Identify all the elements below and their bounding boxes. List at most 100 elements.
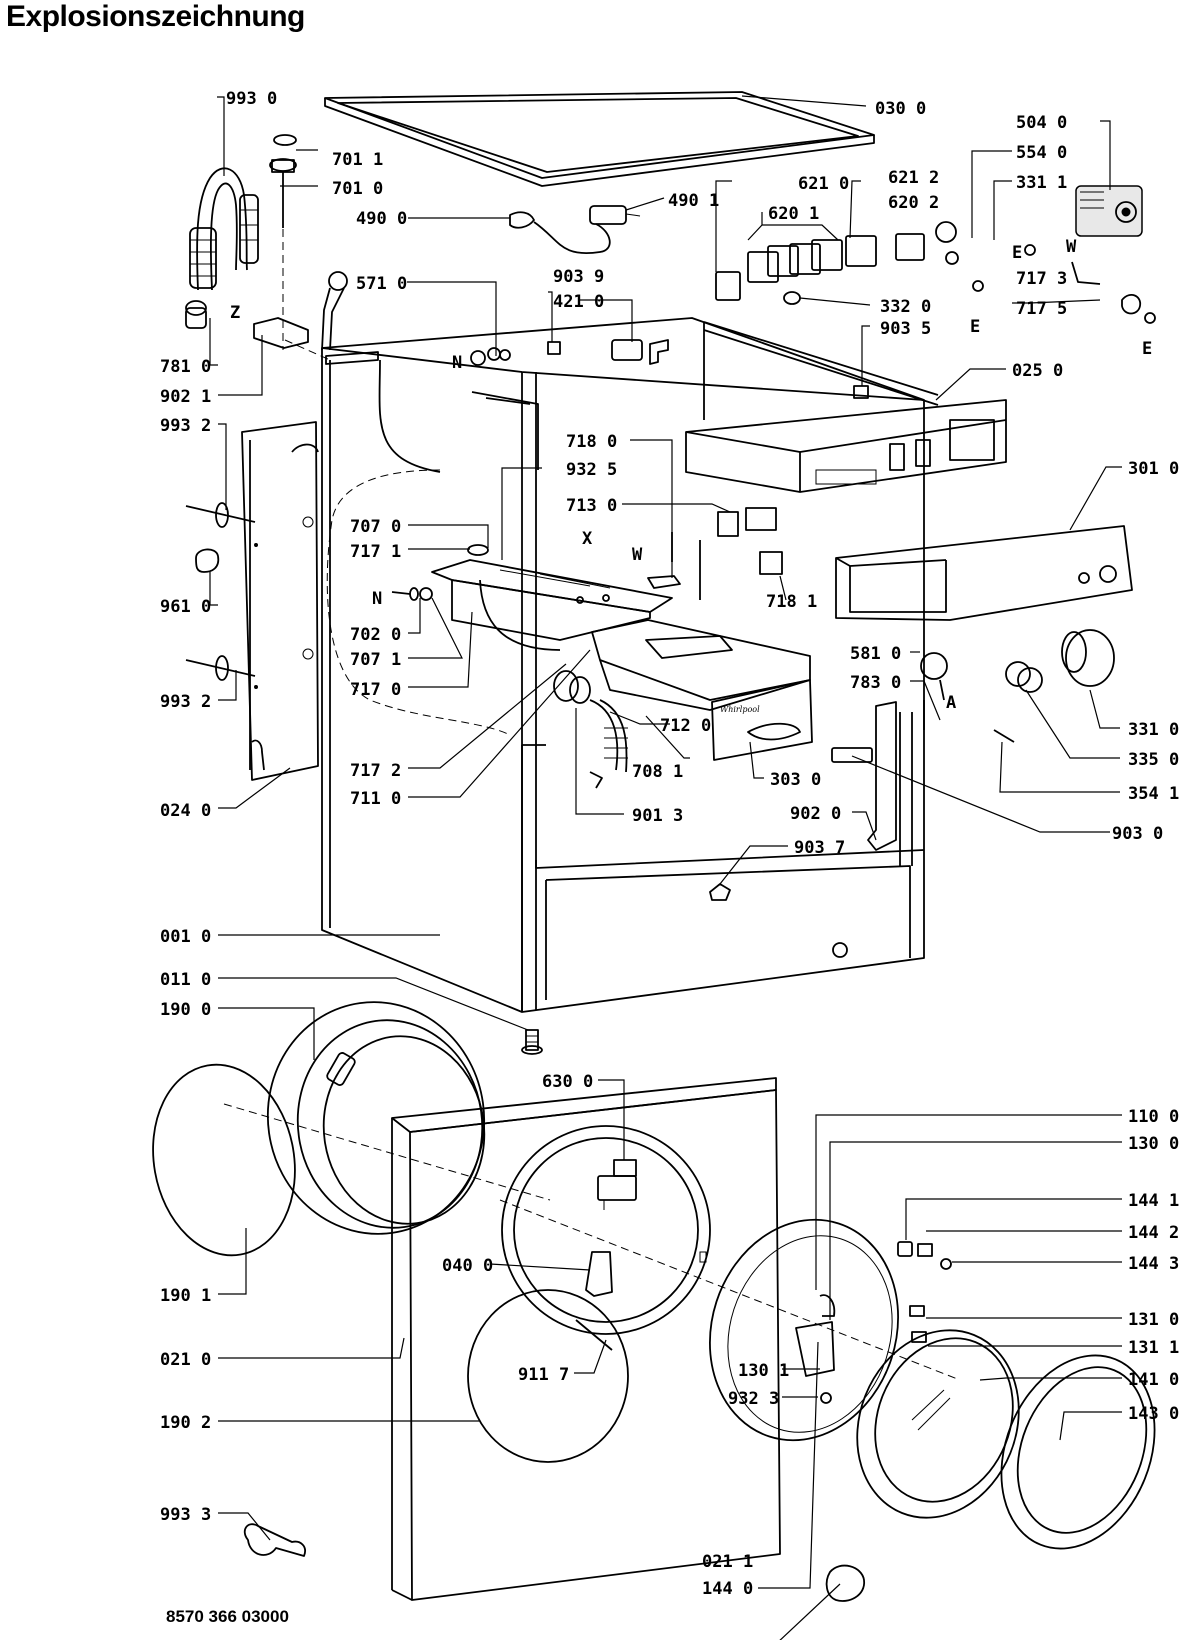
marker-e-1: E [1012, 243, 1022, 263]
label-143-0: 143 0 [1128, 1404, 1179, 1424]
marker-w-mid: W [632, 545, 643, 565]
cap-021-1-part [825, 1564, 865, 1602]
bracket-902-1-part [253, 317, 309, 349]
label-025-0: 025 0 [1012, 361, 1063, 381]
label-993-2-top: 993 2 [160, 416, 211, 436]
label-621-0: 621 0 [798, 174, 849, 194]
label-620-2: 620 2 [888, 193, 939, 213]
label-021-1: 021 1 [702, 1552, 753, 1572]
marker-n-left: N [372, 589, 382, 609]
label-131-0: 131 0 [1128, 1310, 1179, 1330]
label-301-0: 301 0 [1128, 459, 1179, 479]
label-903-9: 903 9 [553, 267, 604, 287]
marker-e-3: E [1142, 339, 1152, 359]
outer-door-ring-part [1000, 1354, 1156, 1550]
door-seal-part [266, 1001, 486, 1235]
dashed-guide [284, 339, 331, 361]
capacitor-421-part [611, 339, 669, 365]
door-lock-630-part [597, 1159, 637, 1210]
label-130-0: 130 0 [1128, 1134, 1179, 1154]
brand-logo: Whirlpool [720, 705, 760, 714]
clip-903-7-part [709, 883, 731, 901]
switch-713-part [717, 507, 777, 537]
label-781-0: 781 0 [160, 357, 211, 377]
label-717-1-left: 717 1 [350, 542, 401, 562]
label-717-2: 717 2 [350, 761, 401, 781]
label-021-0: 021 0 [160, 1350, 211, 1370]
label-701-0: 701 0 [332, 179, 383, 199]
leader-lines [209, 95, 1122, 1640]
disc-190-1-part [152, 1063, 296, 1257]
side-panel-part [241, 421, 319, 781]
front-panel-part [391, 1077, 781, 1601]
bracket-717-3-part [1071, 261, 1101, 285]
inner-door-ring-part [856, 1329, 1020, 1519]
detergent-drawer-part [591, 619, 813, 761]
label-011-0: 011 0 [160, 970, 211, 990]
screw-e-2 [972, 280, 984, 292]
label-902-0: 902 0 [790, 804, 841, 824]
label-621-2: 621 2 [888, 168, 939, 188]
marker-n-top: N [452, 353, 462, 373]
handle-040-part [585, 1251, 613, 1297]
label-903-0: 903 0 [1112, 824, 1163, 844]
label-354-1: 354 1 [1128, 784, 1179, 804]
dispenser-housing-part [431, 559, 673, 651]
dispenser-hose-part [553, 670, 628, 789]
label-190-2: 190 2 [160, 1413, 211, 1433]
cap-961-part [195, 548, 220, 573]
label-144-2: 144 2 [1128, 1223, 1179, 1243]
label-001-0: 001 0 [160, 927, 211, 947]
electronic-modules-part [715, 221, 959, 301]
programmer-part [1075, 185, 1143, 237]
label-190-1: 190 1 [160, 1286, 211, 1306]
label-030-0: 030 0 [875, 99, 926, 119]
screw-932-3 [820, 1392, 832, 1404]
label-040-0: 040 0 [442, 1256, 493, 1276]
part-131-0 [909, 1305, 925, 1317]
bracket-717-5-part [1121, 293, 1142, 315]
spring-911-part [575, 1319, 613, 1351]
label-993-0: 993 0 [226, 89, 277, 109]
label-130-1: 130 1 [738, 1361, 789, 1381]
label-131-1: 131 1 [1128, 1338, 1179, 1358]
disc-190-2-part [467, 1289, 629, 1463]
label-335-0: 335 0 [1128, 750, 1179, 770]
label-961-0: 961 0 [160, 597, 211, 617]
page-title: Explosionszeichnung [6, 0, 305, 33]
knob-335-part [1005, 661, 1043, 693]
label-421-0: 421 0 [553, 292, 604, 312]
label-712-0: 712 0 [660, 716, 711, 736]
label-490-0: 490 0 [356, 209, 407, 229]
label-702-0: 702 0 [350, 625, 401, 645]
label-718-1: 718 1 [766, 592, 817, 612]
label-554-0: 554 0 [1016, 143, 1067, 163]
hinge-parts [897, 1241, 952, 1270]
label-144-1: 144 1 [1128, 1191, 1179, 1211]
document-number: 8570 366 03000 [166, 1607, 289, 1626]
connector-n-part [470, 347, 511, 366]
label-504-0: 504 0 [1016, 113, 1067, 133]
drain-hose-part [185, 167, 259, 329]
marker-e-2: E [970, 317, 980, 337]
lamp-354-part [993, 729, 1015, 743]
top-cover-part [324, 91, 875, 187]
label-571-0: 571 0 [356, 274, 407, 294]
label-141-0: 141 0 [1128, 1370, 1179, 1390]
label-932-5: 932 5 [566, 460, 617, 480]
bracket-902-0-part [831, 701, 897, 851]
screw-707-part [467, 544, 489, 556]
foot-part [521, 1029, 543, 1055]
part-131-1 [911, 1331, 927, 1343]
label-783-0: 783 0 [850, 673, 901, 693]
water-valve-part [321, 271, 348, 351]
label-903-7: 903 7 [794, 838, 845, 858]
marker-a: A [946, 693, 956, 713]
transport-bolt-part [185, 502, 256, 681]
door-frame-part [709, 1218, 899, 1442]
screw-e-3 [1144, 312, 1156, 324]
bracket-620-1 [747, 212, 763, 241]
control-panel-part [685, 399, 1007, 493]
dashed-outline [326, 469, 511, 736]
